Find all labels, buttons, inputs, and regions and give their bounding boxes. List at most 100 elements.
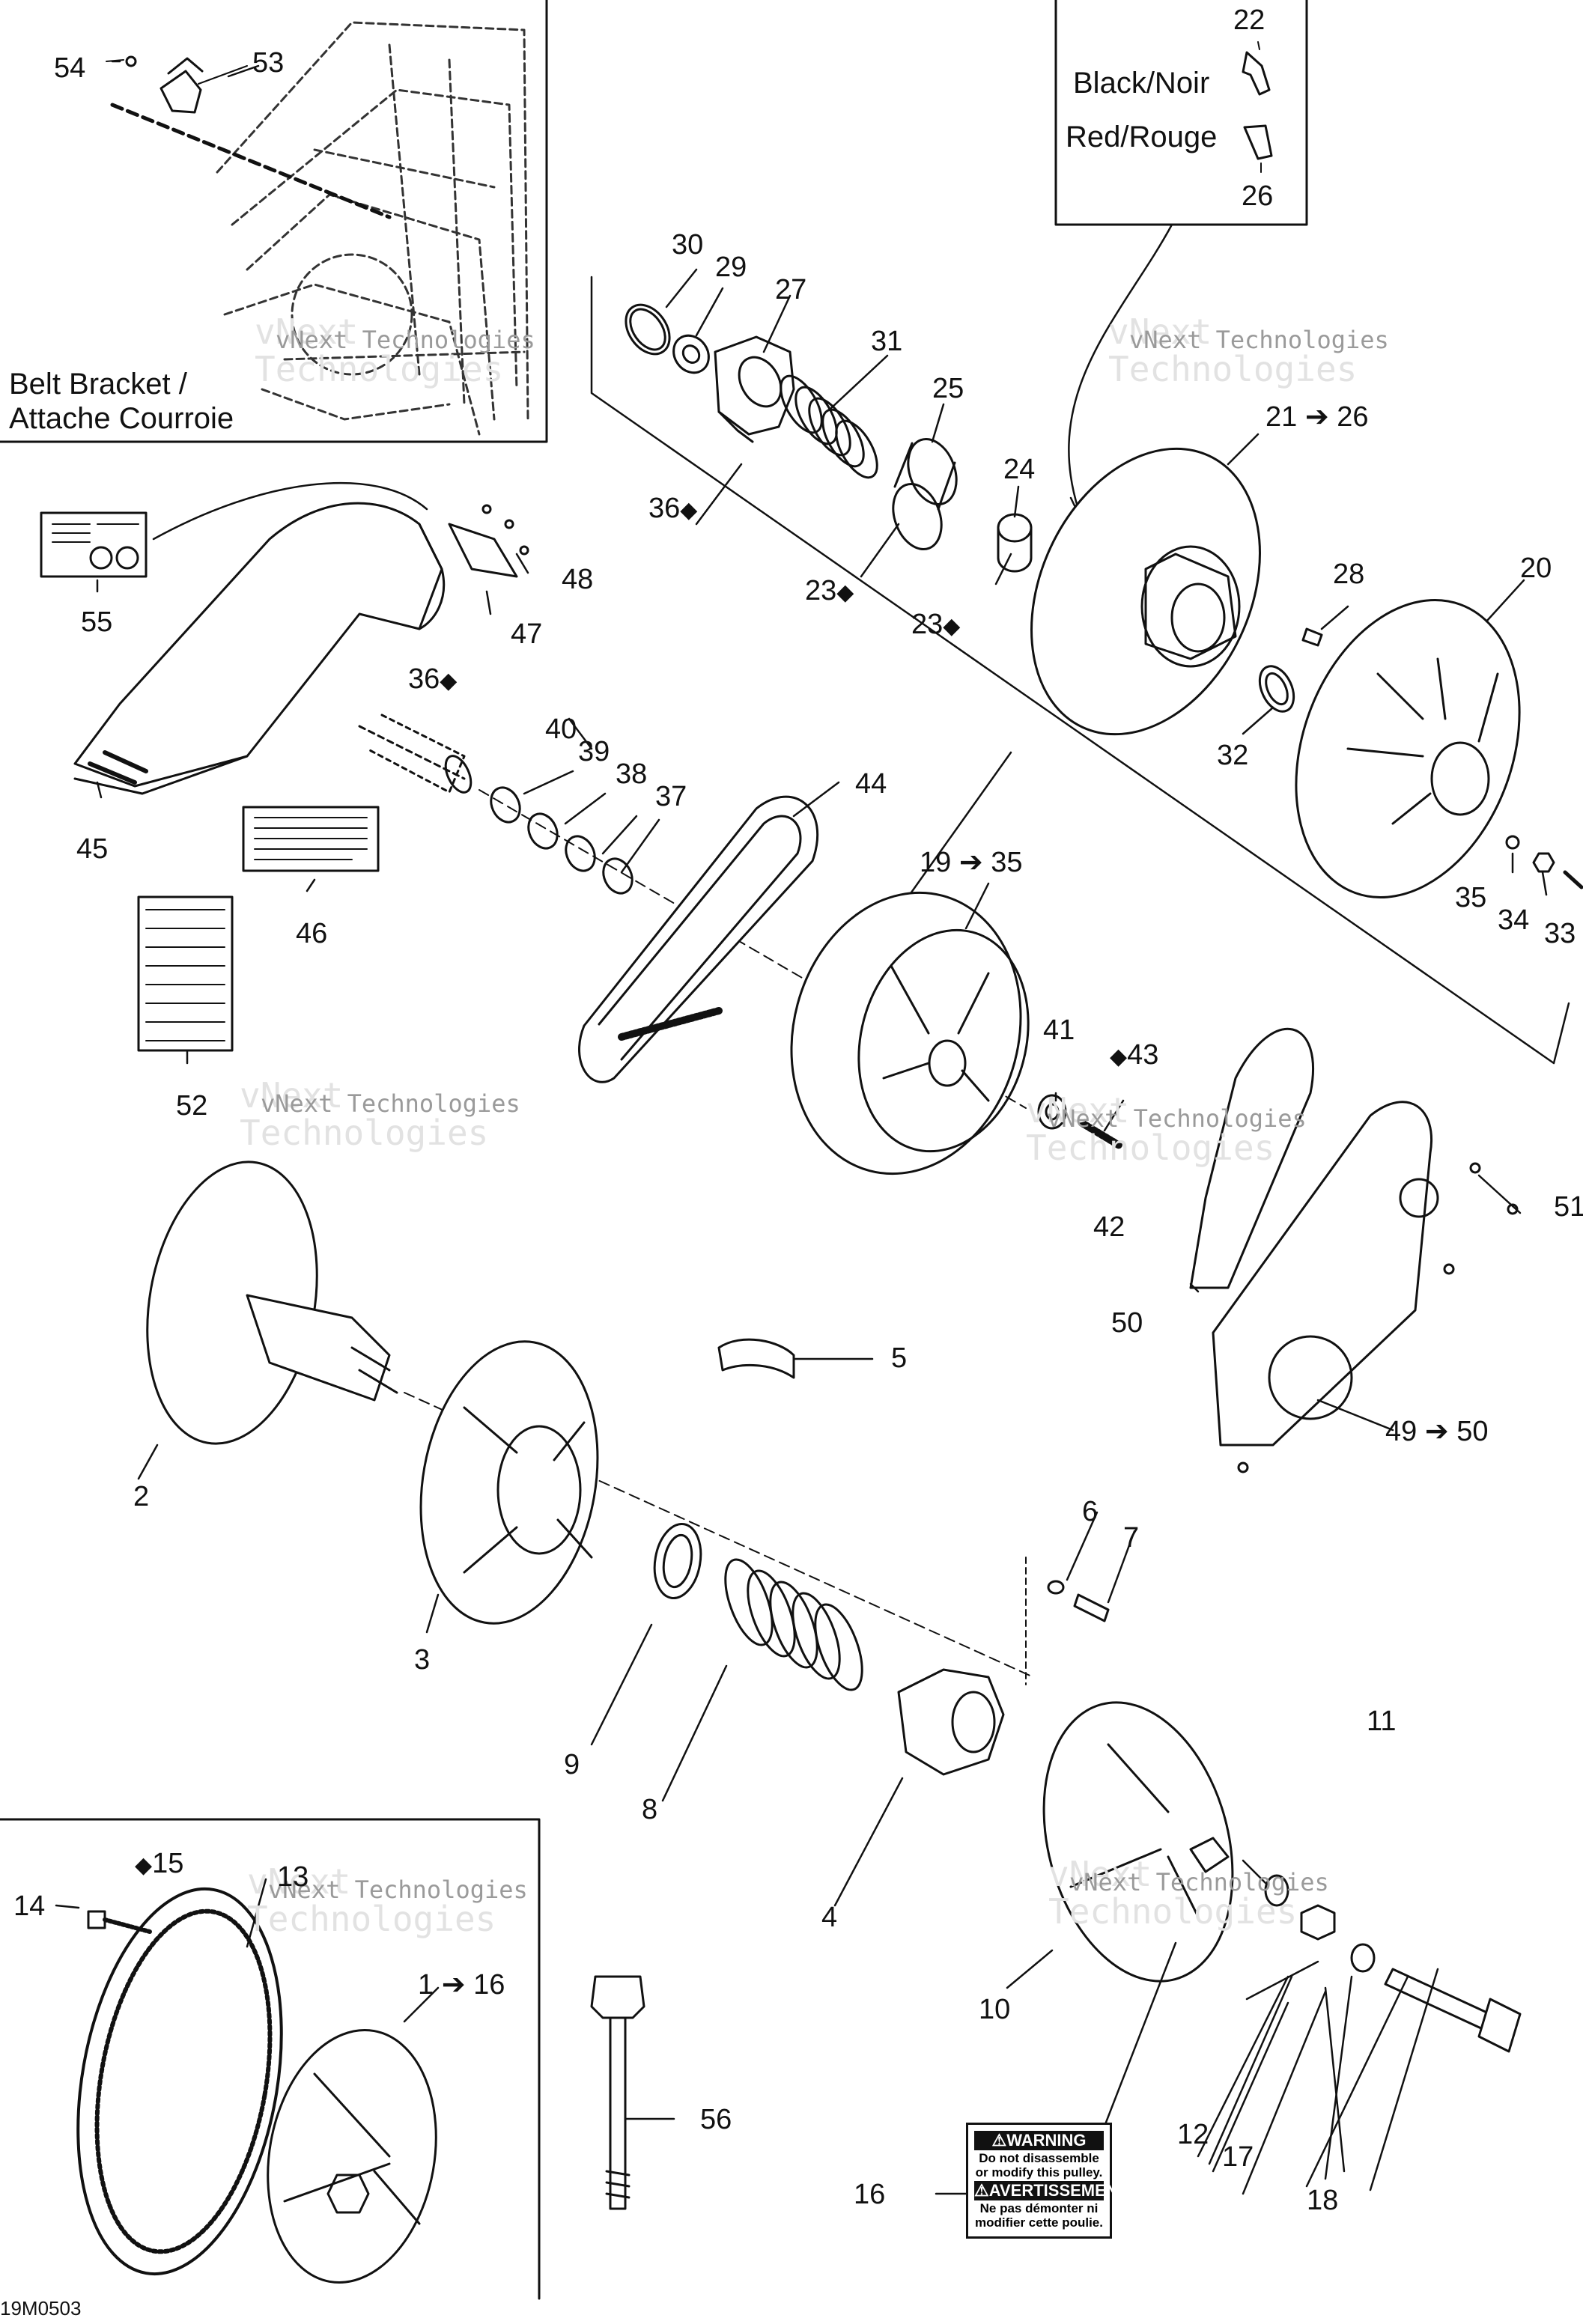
callout-50: 50 bbox=[1111, 1307, 1143, 1339]
callout-27: 27 bbox=[775, 274, 807, 305]
watermark: vNext vNext Technologies Technologies bbox=[247, 1864, 528, 1936]
part-30-ring bbox=[625, 303, 671, 356]
callout-47: 47 bbox=[511, 618, 543, 650]
black-weight-icon bbox=[1242, 51, 1271, 96]
belt-bracket-line1: Belt Bracket / bbox=[9, 368, 187, 401]
watermark-line2: Technologies bbox=[1048, 1891, 1298, 1932]
watermark-line2: Technologies bbox=[1108, 349, 1358, 389]
part-42-bolt bbox=[1078, 1119, 1123, 1149]
callout-30: 30 bbox=[672, 229, 704, 261]
callout-28: 28 bbox=[1333, 559, 1365, 590]
part-21-sheave bbox=[1030, 447, 1261, 736]
callout-7: 7 bbox=[1123, 1522, 1140, 1554]
part-29-washer bbox=[672, 334, 710, 374]
part-25-bushing bbox=[892, 437, 958, 551]
watermark: vNext vNext Technologies Technologies bbox=[1026, 1093, 1307, 1165]
part-36-shaft bbox=[358, 714, 473, 794]
callout-26: 26 bbox=[1242, 180, 1274, 212]
callout-31: 31 bbox=[871, 326, 903, 357]
part-6-7-fastener bbox=[1025, 1557, 1110, 1685]
watermark: vNext vNext Technologies Technologies bbox=[1048, 1857, 1329, 1929]
callout-55: 55 bbox=[81, 606, 113, 638]
decal-55-leader bbox=[152, 481, 428, 541]
callout-15: ◆15 bbox=[135, 1849, 183, 1878]
decal-55 bbox=[40, 511, 148, 578]
watermark-line1: vNext bbox=[1048, 1854, 1152, 1894]
callout-3: 3 bbox=[414, 1644, 431, 1676]
part-34-nut bbox=[1532, 852, 1555, 873]
belt-bracket-line2: Attache Courroie bbox=[9, 402, 234, 435]
part-9-washer bbox=[653, 1522, 702, 1600]
callout-45: 45 bbox=[76, 833, 109, 865]
callout-25: 25 bbox=[932, 373, 964, 404]
watermark-line3: vNext Technologies bbox=[1129, 326, 1389, 354]
red-weight-icon bbox=[1243, 124, 1273, 160]
callout-38: 38 bbox=[616, 758, 648, 790]
watermark-line1: vNext bbox=[1108, 311, 1212, 352]
callout-17: 17 bbox=[1222, 2141, 1254, 2173]
callout-49-50: 49 ➔ 50 bbox=[1385, 1416, 1489, 1447]
callout-23a-number: 23 bbox=[805, 575, 837, 606]
part-12-nut bbox=[1300, 1904, 1336, 1941]
part-33-bolt bbox=[1563, 870, 1583, 889]
watermark-line3: vNext Technologies bbox=[276, 326, 535, 354]
part-19-driven-pulley bbox=[790, 891, 1030, 1175]
part-1-drive-pulley bbox=[267, 2028, 437, 2284]
part-18-bolt bbox=[1384, 1968, 1522, 2053]
callout-5: 5 bbox=[891, 1342, 908, 1374]
part-47-clip bbox=[448, 523, 518, 578]
callout-20: 20 bbox=[1520, 553, 1552, 584]
part-32-washer bbox=[1258, 665, 1295, 713]
watermark-line3: vNext Technologies bbox=[1047, 1104, 1307, 1133]
callout-14: 14 bbox=[13, 1890, 46, 1922]
part-3-sheave bbox=[419, 1340, 599, 1625]
legend-red: Red/Rouge bbox=[1066, 121, 1218, 153]
callout-33: 33 bbox=[1544, 918, 1576, 949]
part-28-key bbox=[1301, 627, 1323, 647]
callout-36a-number: 36 bbox=[648, 493, 681, 524]
callout-2: 2 bbox=[133, 1481, 150, 1512]
callout-53: 53 bbox=[252, 47, 285, 79]
part-11-washer bbox=[1264, 1874, 1289, 1907]
watermark-line2: Technologies bbox=[240, 1113, 489, 1153]
oil-drop-icon: ◆ bbox=[440, 669, 458, 693]
callout-42: 42 bbox=[1093, 1211, 1125, 1243]
watermark: vNext vNext Technologies Technologies bbox=[1108, 314, 1389, 386]
callout-39: 39 bbox=[578, 736, 610, 767]
legend-box bbox=[1054, 0, 1308, 518]
callout-19-35: 19 ➔ 35 bbox=[920, 847, 1023, 878]
part-41-washer bbox=[1037, 1094, 1067, 1130]
part-17-washer bbox=[1350, 1943, 1376, 1973]
part-8-spring bbox=[724, 1558, 863, 1691]
part-31-spring bbox=[780, 374, 878, 479]
callout-1-16: 1 ➔ 16 bbox=[418, 1969, 505, 2001]
callout-52: 52 bbox=[176, 1090, 208, 1122]
part-24-bushing bbox=[997, 513, 1033, 573]
watermark-line2: Technologies bbox=[1026, 1128, 1275, 1168]
part-5-slider bbox=[717, 1338, 795, 1379]
part-4-cam bbox=[897, 1668, 1005, 1776]
watermark-line1: vNext bbox=[240, 1075, 344, 1116]
oil-drop-icon: ◆ bbox=[680, 498, 698, 523]
part-56-bolt bbox=[590, 1975, 645, 2210]
watermark-line3: vNext Technologies bbox=[261, 1089, 520, 1118]
callout-16: 16 bbox=[854, 2179, 886, 2210]
callout-29: 29 bbox=[715, 252, 747, 283]
callout-4: 4 bbox=[821, 1902, 838, 1933]
part-35-washer bbox=[1505, 835, 1520, 850]
callout-48: 48 bbox=[562, 564, 594, 595]
watermark-line2: Technologies bbox=[247, 1899, 496, 1939]
callout-32: 32 bbox=[1217, 740, 1249, 771]
watermark-line3: vNext Technologies bbox=[268, 1876, 528, 1904]
part-20-sheave bbox=[1295, 599, 1521, 898]
part-44-belt bbox=[578, 795, 819, 1083]
part-50-gasket bbox=[1189, 1027, 1314, 1289]
callout-36a: 36◆ bbox=[648, 494, 697, 523]
callout-54: 54 bbox=[54, 52, 86, 84]
belt-bracket-inset bbox=[0, 0, 548, 443]
callout-41: 41 bbox=[1043, 1015, 1075, 1046]
callout-24: 24 bbox=[1003, 454, 1036, 485]
callout-46: 46 bbox=[296, 918, 328, 949]
oil-drop-icon: ◆ bbox=[836, 580, 854, 605]
